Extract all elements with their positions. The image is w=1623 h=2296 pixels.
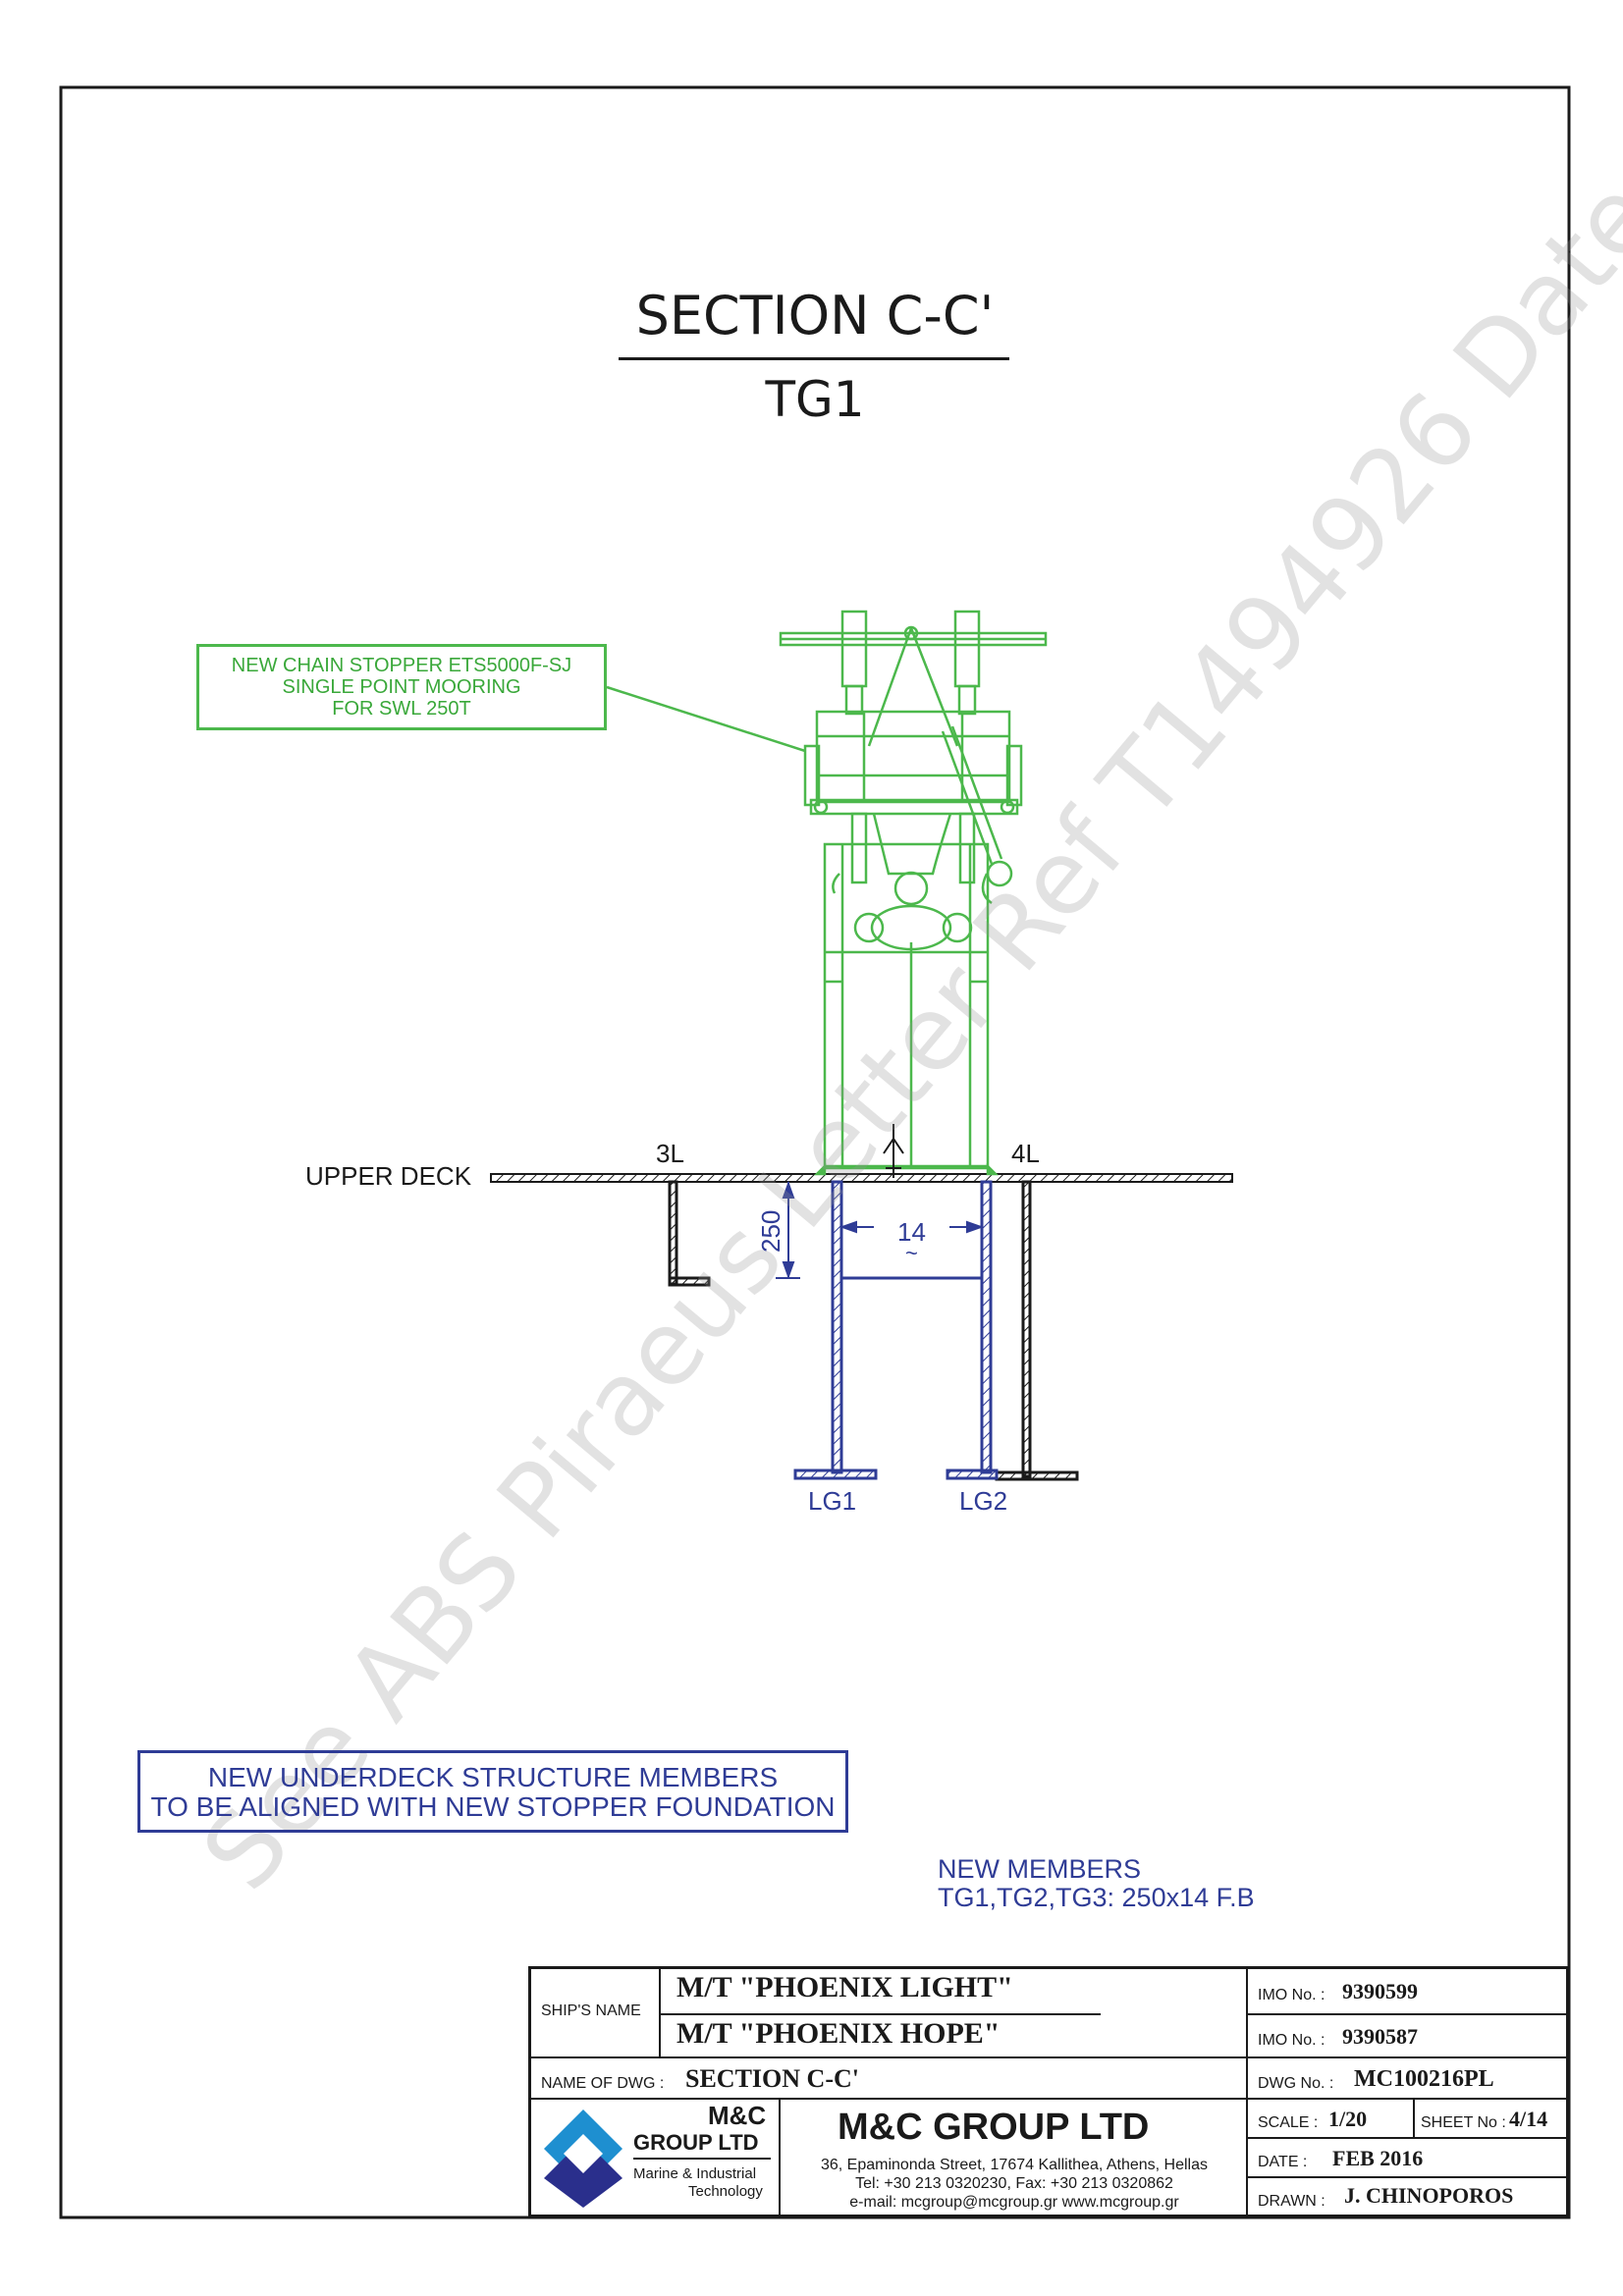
note-line: NEW MEMBERS	[938, 1854, 1142, 1884]
address-line: Tel: +30 213 0320230, Fax: +30 213 03208…	[855, 2175, 1173, 2192]
dimension-250-label: 250	[756, 1209, 785, 1253]
title-underline	[619, 357, 1009, 360]
scale-label: SCALE :	[1258, 2114, 1319, 2131]
sheet-label: SHEET No :	[1421, 2114, 1506, 2131]
longitudinal-3l-label: 3L	[656, 1139, 684, 1168]
tb-rule	[1248, 2137, 1566, 2139]
section-title: SECTION C-C'	[635, 285, 995, 347]
underdeck-note: NEW UNDERDECK STRUCTURE MEMBERS TO BE AL…	[137, 1750, 848, 1833]
note-line: TO BE ALIGNED WITH NEW STOPPER FOUNDATIO…	[150, 1791, 836, 1822]
tb-rule	[779, 2098, 781, 2217]
tb-rule	[659, 1969, 661, 2056]
tb-rule	[661, 2013, 1101, 2015]
imo-label-2: IMO No. :	[1258, 2032, 1325, 2049]
imo-number-1: 9390599	[1342, 1979, 1418, 2003]
mc-group-logo-icon	[544, 2109, 622, 2208]
logo-sub-2: Technology	[688, 2183, 763, 2200]
stopper-leader	[606, 685, 806, 753]
lg1-label: LG1	[808, 1486, 857, 1516]
chain-stopper-ets5000f	[779, 610, 1048, 1176]
dimension-14-tilde: ~	[905, 1241, 918, 1265]
date-value: FEB 2016	[1332, 2146, 1424, 2170]
upper-deck-plate	[490, 1173, 1233, 1183]
note-line: NEW UNDERDECK STRUCTURE MEMBERS	[207, 1762, 779, 1792]
longitudinal-3l	[668, 1180, 711, 1287]
note-line: NEW CHAIN STOPPER ETS5000F-SJ	[231, 655, 572, 676]
drawn-value: J. CHINOPOROS	[1344, 2183, 1514, 2208]
logo-group: GROUP LTD	[633, 2130, 759, 2155]
lg2-label: LG2	[959, 1486, 1008, 1516]
name-of-dwg: SECTION C-C'	[685, 2064, 859, 2093]
upper-deck-label: UPPER DECK	[305, 1161, 472, 1191]
dwg-no-label: DWG No. :	[1258, 2075, 1334, 2092]
new-member-lg1	[793, 1180, 878, 1480]
imo-number-2: 9390587	[1342, 2024, 1418, 2049]
drawing-border	[59, 85, 1571, 2219]
company-name: M&C GROUP LTD	[838, 2107, 1150, 2148]
section-subtitle: TG1	[765, 371, 865, 428]
tb-rule	[531, 2056, 1566, 2058]
tb-rule	[1246, 1969, 1248, 2217]
logo-sub-1: Marine & Industrial	[633, 2165, 757, 2182]
longitudinal-4l-label: 4L	[1011, 1139, 1040, 1168]
tb-rule	[531, 2098, 1566, 2100]
address-line: e-mail: mcgroup@mcgroup.gr www.mcgroup.g…	[849, 2194, 1179, 2211]
name-of-dwg-label: NAME OF DWG :	[541, 2075, 665, 2092]
address-line: 36, Epaminonda Street, 17674 Kallithea, …	[820, 2157, 1209, 2173]
drawn-label: DRAWN :	[1258, 2193, 1325, 2210]
center-line-mark	[883, 1124, 904, 1178]
note-line: FOR SWL 250T	[332, 698, 471, 720]
imo-label-1: IMO No. :	[1258, 1987, 1325, 2003]
chain-stopper-note: NEW CHAIN STOPPER ETS5000F-SJ SINGLE POI…	[196, 644, 607, 730]
tb-rule	[1248, 2176, 1566, 2178]
new-member-lg2	[946, 1180, 999, 1480]
dimension-14	[839, 1220, 984, 1234]
dimension-14-label: 14	[897, 1217, 926, 1247]
sheet-value: 4/14	[1509, 2107, 1548, 2131]
ship-name-2: M/T "PHOENIX HOPE"	[676, 2017, 1001, 2050]
tb-rule	[1248, 2013, 1566, 2015]
dwg-number: MC100216PL	[1354, 2066, 1494, 2092]
new-members-note: NEW MEMBERS TG1,TG2,TG3: 250x14 F.B	[938, 1855, 1255, 1912]
date-label: DATE :	[1258, 2154, 1308, 2170]
title-block: SHIP'S NAME M/T "PHOENIX LIGHT" M/T "PHO…	[528, 1966, 1569, 2217]
tb-rule	[1413, 2098, 1415, 2137]
dimension-250	[776, 1181, 800, 1279]
ship-name-1: M/T "PHOENIX LIGHT"	[676, 1971, 1013, 2003]
longitudinal-4l	[995, 1180, 1079, 1481]
note-line: TG1,TG2,TG3: 250x14 F.B	[938, 1883, 1255, 1912]
company-address: 36, Epaminonda Street, 17674 Kallithea, …	[788, 2156, 1240, 2212]
scale-value: 1/20	[1328, 2107, 1368, 2131]
logo-title: M&C	[708, 2101, 767, 2130]
logo-rule	[633, 2158, 771, 2160]
note-line: SINGLE POINT MOORING	[282, 676, 521, 698]
ships-name-label: SHIP'S NAME	[541, 2002, 641, 2019]
